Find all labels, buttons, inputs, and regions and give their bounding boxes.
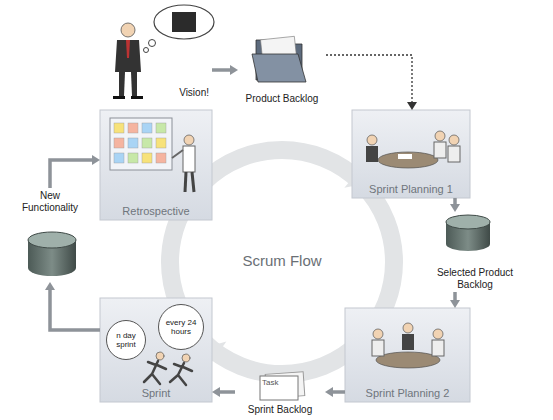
flow-arrow [450, 292, 460, 308]
bubble-node: every 24 hours [158, 304, 204, 350]
box-panel [100, 110, 212, 220]
box-panel [352, 110, 470, 198]
icon-node: Product Backlog [238, 28, 326, 106]
flow-arrow [212, 387, 235, 397]
icon-node: Selected Product Backlog [418, 212, 532, 292]
flow-arrow [45, 282, 100, 330]
icon-node: New Functionality [8, 188, 92, 282]
person-figure [113, 23, 143, 99]
actor-node: Vision! [100, 5, 212, 100]
task-card [260, 372, 305, 400]
node-label: every 24 hours [162, 318, 200, 336]
node-label: Sprint Planning 2 [348, 387, 467, 400]
runner-figures [144, 352, 192, 385]
icon-node: Sprint Backlog [235, 372, 325, 417]
node-label: Sprint Backlog [238, 404, 322, 416]
node-label: Vision! [103, 87, 209, 99]
process-box: Retrospective [100, 110, 212, 220]
node-label: Selected Product Backlog [421, 267, 529, 290]
meeting-figure [372, 323, 444, 368]
node-label: Sprint Planning 1 [355, 183, 467, 196]
flow-arrow [325, 387, 345, 397]
folder-icon [252, 36, 306, 82]
flow-arrow [212, 65, 238, 75]
board-figure [110, 118, 195, 192]
disk-icon [28, 232, 76, 276]
flow-arrow [50, 155, 100, 188]
process-box: Sprint Planning 1 [352, 110, 470, 198]
center-title: Scrum Flow [212, 253, 352, 270]
node-label: n day sprint [110, 331, 142, 349]
bubble-node: n day sprint [106, 320, 146, 360]
thought-bubble [144, 5, 215, 53]
node-label: Sprint [103, 387, 209, 400]
box-panel [100, 298, 212, 402]
card-text: Task [262, 379, 296, 388]
node-label: New Functionality [11, 190, 89, 213]
process-box: Sprint n day sprint every 24 hours [100, 298, 212, 402]
box-panel [345, 308, 470, 402]
disk-icon [446, 215, 490, 251]
node-label: Product Backlog [241, 93, 323, 105]
dotted-arrow [326, 55, 417, 110]
flow-arrow [450, 198, 460, 212]
process-box: Sprint Planning 2 [345, 308, 470, 402]
meeting-figure [366, 131, 460, 168]
node-label: Retrospective [103, 205, 209, 218]
